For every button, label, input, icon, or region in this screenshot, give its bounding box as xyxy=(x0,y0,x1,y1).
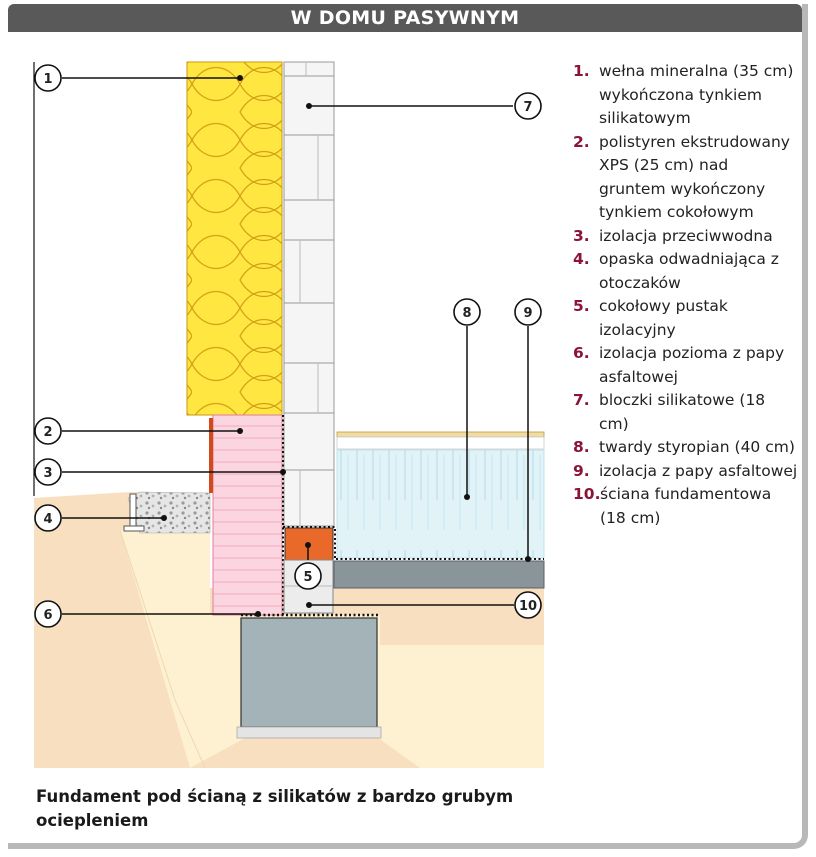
callout-5: 5 xyxy=(294,562,322,590)
callout-10: 10 xyxy=(514,591,542,619)
concrete-footing xyxy=(240,617,378,728)
legend-number: 1. xyxy=(573,62,590,80)
legend-number: 5. xyxy=(573,297,590,315)
legend-number: 3. xyxy=(573,226,590,245)
svg-text:4: 4 xyxy=(43,512,52,527)
callout-3: 3 xyxy=(34,458,62,486)
legend-text: polistyren ekstrudowany XPS (25 cm) nad … xyxy=(599,132,790,222)
svg-text:1: 1 xyxy=(43,72,52,87)
legend-text: opaska odwadniająca z otoczaków xyxy=(599,250,779,292)
silicate-block-wall xyxy=(283,61,335,527)
legend-number: 2. xyxy=(573,132,590,151)
legend-text: twardy styropian (40 cm) xyxy=(599,438,795,456)
svg-text:7: 7 xyxy=(523,100,532,115)
legend-item: 4. opaska odwadniająca z otoczaków xyxy=(573,248,798,295)
svg-text:2: 2 xyxy=(43,425,52,440)
card-frame: W DOMU PASYWNYM xyxy=(8,4,808,849)
callout-7: 7 xyxy=(514,92,542,120)
legend-item: 2. polistyren ekstrudowany XPS (25 cm) na… xyxy=(573,131,798,225)
xps-plinth-insulation xyxy=(212,414,283,616)
legend-list: 1. wełna mineralna (35 cm) wykończona tyn… xyxy=(573,60,798,530)
svg-text:9: 9 xyxy=(523,306,532,321)
legend-number: 9. xyxy=(573,461,590,480)
svg-text:6: 6 xyxy=(43,608,52,623)
callout-8: 8 xyxy=(453,298,481,326)
legend-number: 6. xyxy=(573,344,590,362)
legend-item: 9. izolacja z papy asfaltowej xyxy=(573,460,798,484)
legend-item: 10.ściana fundamentowa (18 cm) xyxy=(573,483,798,530)
legend-text: ściana fundamentowa (18 cm) xyxy=(600,485,772,527)
legend-item: 1. wełna mineralna (35 cm) wykończona tyn… xyxy=(573,60,798,131)
floor-slab xyxy=(333,560,545,589)
hard-styrofoam xyxy=(336,449,545,559)
legend-item: 7. bloczki silikatowe (18 cm) xyxy=(573,389,798,436)
legend-item: 6. izolacja pozioma z papy asfaltowej xyxy=(573,342,798,389)
legend-number: 4. xyxy=(573,250,590,268)
legend-number: 8. xyxy=(573,438,590,456)
plinth-plaster-strip xyxy=(209,418,213,493)
svg-text:8: 8 xyxy=(462,306,471,321)
callout-4: 4 xyxy=(34,504,62,532)
callout-6: 6 xyxy=(34,600,62,628)
legend-text: cokołowy pustak izolacyjny xyxy=(599,297,728,339)
svg-text:5: 5 xyxy=(303,570,312,585)
callout-9: 9 xyxy=(514,298,542,326)
legend-item: 8. twardy styropian (40 cm) xyxy=(573,436,798,460)
legend-text: izolacja przeciwwodna xyxy=(599,226,773,245)
legend-item: 3. izolacja przeciwwodna xyxy=(573,225,798,249)
lean-concrete-bed xyxy=(236,726,382,739)
figure-caption: Fundament pod ścianą z silikatów z bardz… xyxy=(36,787,514,830)
floor-finish xyxy=(336,431,545,438)
drainage-edge-strip xyxy=(129,493,137,529)
mineral-wool-insulation xyxy=(186,61,283,416)
callout-2: 2 xyxy=(34,417,62,445)
page-title: W DOMU PASYWNYM xyxy=(8,4,802,32)
legend-number: 10. xyxy=(573,485,601,503)
legend-text: izolacja z papy asfaltowej xyxy=(599,461,798,480)
legend-text: izolacja pozioma z papy asfaltowej xyxy=(599,344,785,386)
svg-text:10: 10 xyxy=(519,599,537,614)
legend-item: 5. cokołowy pustak izolacyjny xyxy=(573,295,798,342)
legend-text: wełna mineralna (35 cm) wykończona tynki… xyxy=(599,62,794,127)
legend-text: bloczki silikatowe (18 cm) xyxy=(599,391,766,433)
legend-number: 7. xyxy=(573,391,590,409)
svg-text:3: 3 xyxy=(43,466,52,481)
callout-1: 1 xyxy=(34,64,62,92)
